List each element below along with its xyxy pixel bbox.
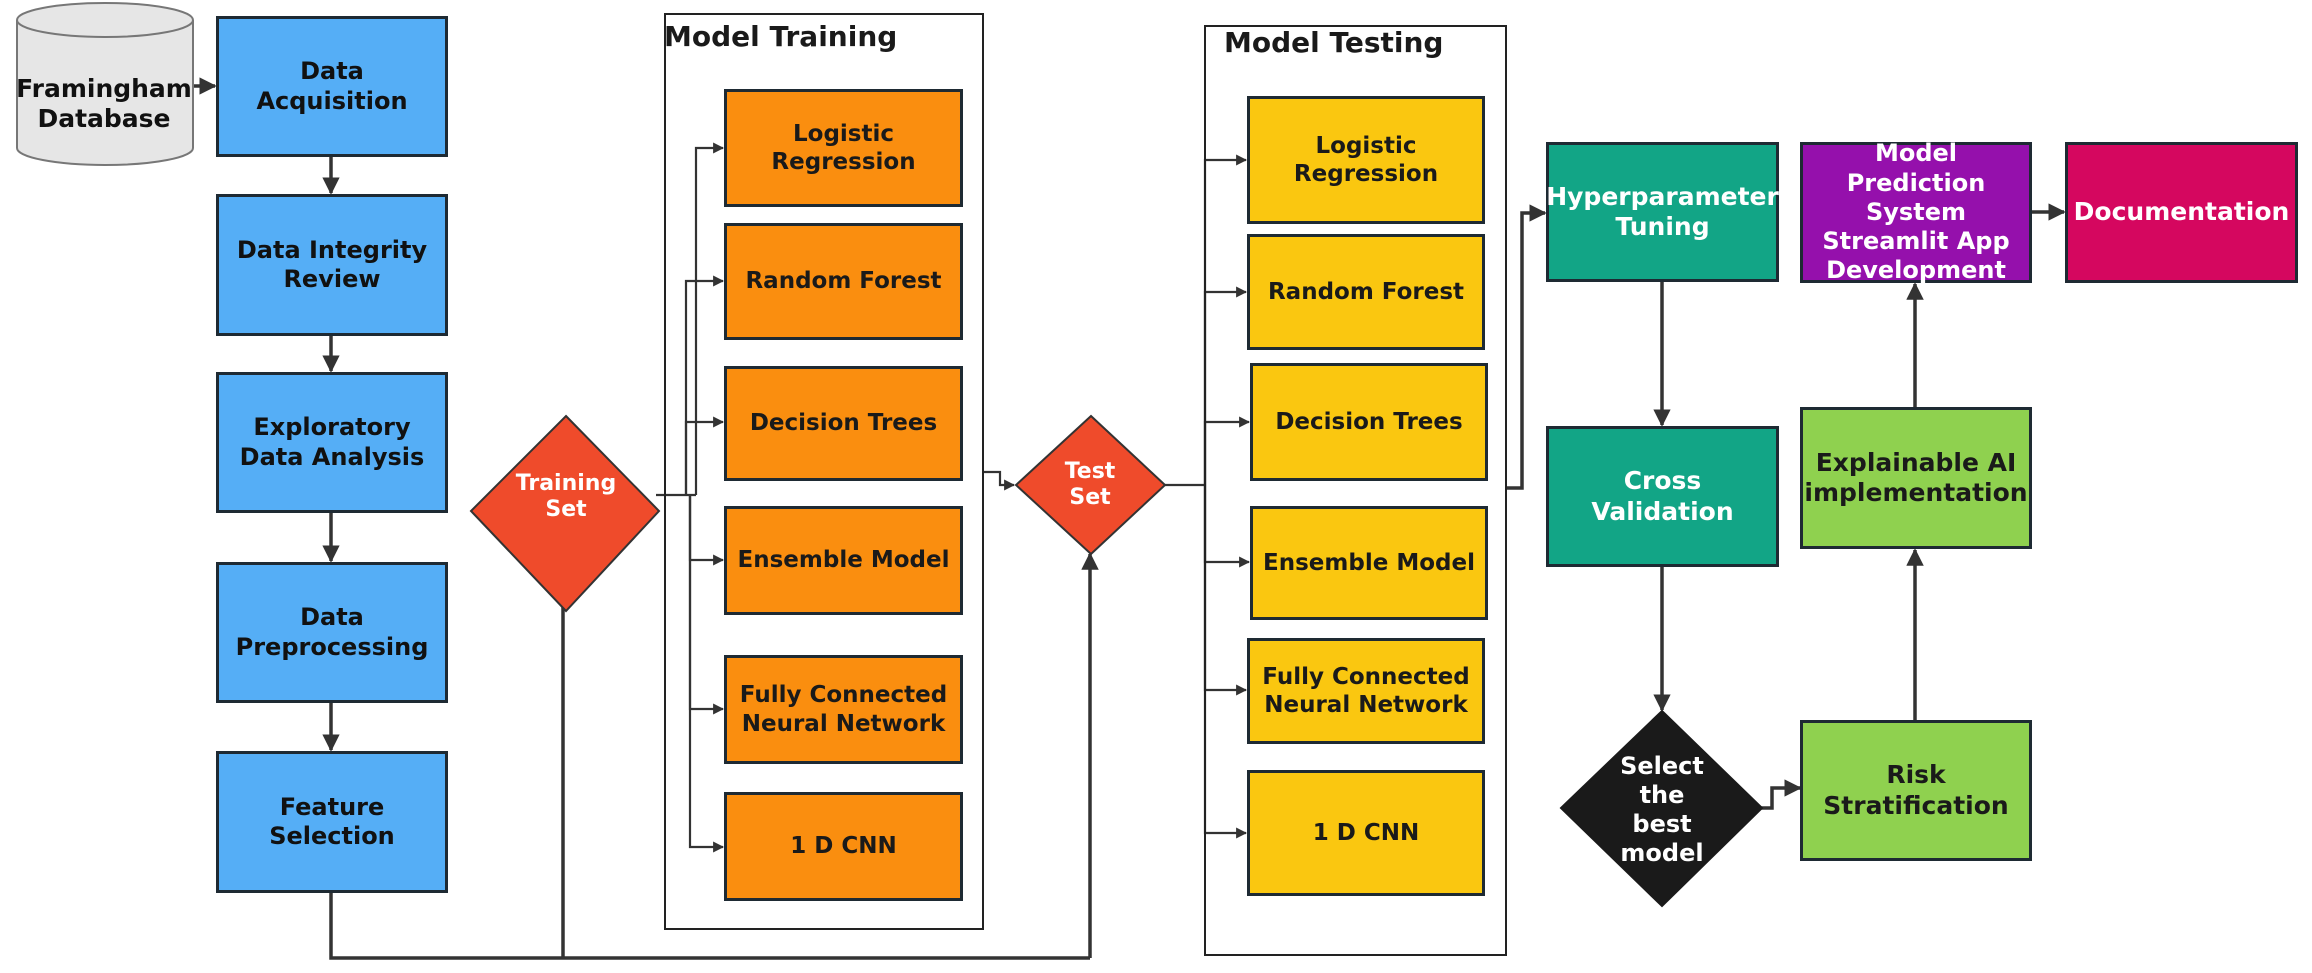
database-cylinder-icon xyxy=(16,2,194,166)
model-prediction-system-step: Model Prediction System Streamlit App De… xyxy=(1800,139,2032,284)
training-decision-trees: Decision Trees xyxy=(724,366,963,481)
test-set-label: Test Set xyxy=(1064,458,1116,510)
data-acquisition-step: Data Acquisition xyxy=(216,16,448,157)
arrow-training-to-test xyxy=(984,470,1016,491)
database-label: Framingham Database xyxy=(16,74,192,133)
exploratory-data-analysis-step: Exploratory Data Analysis xyxy=(216,372,448,513)
testing-fully-connected-nn: Fully Connected Neural Network xyxy=(1247,638,1485,744)
training-fully-connected-nn: Fully Connected Neural Network xyxy=(724,655,963,764)
model-training-title: Model Training xyxy=(664,20,898,53)
model-training-frame xyxy=(664,13,984,930)
feature-selection-step: Feature Selection xyxy=(216,751,448,893)
arrow-training-logreg xyxy=(694,142,725,495)
testing-decision-trees: Decision Trees xyxy=(1250,363,1488,481)
training-logistic-regression: Logistic Regression xyxy=(724,89,963,207)
training-set-diamond xyxy=(469,414,661,613)
risk-stratification-step: Risk Stratification xyxy=(1800,720,2032,861)
training-ensemble-model: Ensemble Model xyxy=(724,506,963,615)
data-preprocessing-step: Data Preprocessing xyxy=(216,562,448,703)
model-testing-title: Model Testing xyxy=(1224,26,1444,59)
select-best-model-label: Select the best model xyxy=(1620,752,1704,867)
training-1d-cnn: 1 D CNN xyxy=(724,792,963,901)
documentation-step: Documentation xyxy=(2065,142,2298,283)
model-testing-frame xyxy=(1204,25,1507,956)
testing-1d-cnn: 1 D CNN xyxy=(1247,770,1485,896)
hyperparameter-tuning-step: Hyperparameter Tuning xyxy=(1546,142,1779,282)
select-best-model-diamond xyxy=(1559,709,1764,908)
arrow-select-to-risk xyxy=(1760,779,1802,810)
testing-ensemble-model: Ensemble Model xyxy=(1250,506,1488,620)
testing-random-forest: Random Forest xyxy=(1247,234,1485,350)
cross-validation-step: Cross Validation xyxy=(1546,426,1779,567)
arrow-testing-to-tuning xyxy=(1506,204,1547,490)
test-set-diamond xyxy=(1014,414,1167,556)
line-feature-to-bottom xyxy=(329,892,1090,960)
data-integrity-review-step: Data Integrity Review xyxy=(216,194,448,336)
testing-logistic-regression: Logistic Regression xyxy=(1247,96,1485,224)
training-random-forest: Random Forest xyxy=(724,223,963,340)
arrow-training-dt xyxy=(684,416,725,495)
explainable-ai-step: Explainable AI implementation xyxy=(1800,407,2032,549)
arrow-training-cnn xyxy=(688,495,725,853)
training-set-label: Training Set xyxy=(515,470,617,522)
